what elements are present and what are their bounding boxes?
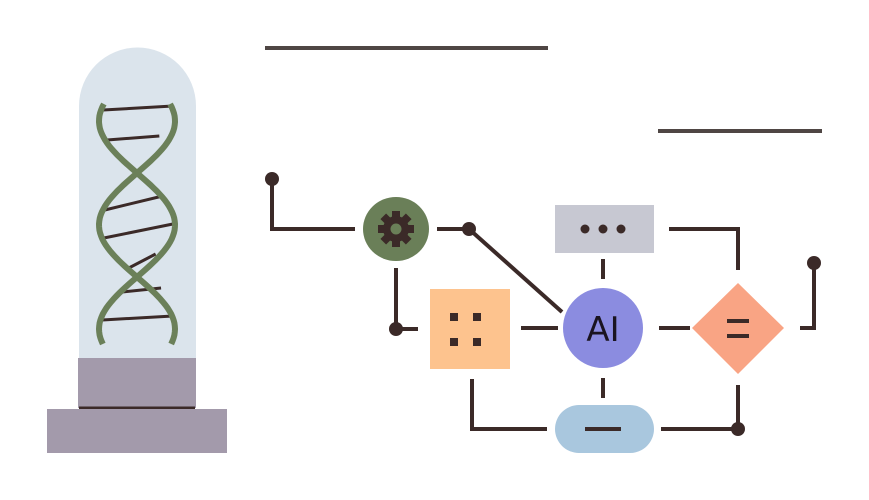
dna-rung — [106, 134, 160, 142]
ellipsis-icon — [580, 224, 626, 234]
connectors — [265, 172, 821, 436]
dna-rung — [103, 222, 174, 240]
dna-icon — [95, 102, 179, 346]
tube-plinth — [47, 409, 227, 453]
dna-test-tube — [47, 47, 227, 453]
dna-strand — [95, 102, 179, 346]
pill-node — [555, 405, 654, 453]
ai-node: AI — [563, 288, 643, 368]
dna-rung — [102, 314, 174, 322]
dna-strand — [95, 102, 179, 346]
dna-rung — [122, 286, 162, 294]
ellipsis-node — [555, 205, 654, 253]
connector-dot — [807, 256, 821, 270]
dna-rung — [104, 194, 164, 212]
four-squares-icon — [450, 313, 481, 346]
connector-dot — [265, 172, 279, 186]
dna-rung — [102, 104, 174, 112]
connector-dot — [389, 322, 403, 336]
tube-base — [78, 358, 196, 408]
minus-icon — [585, 427, 621, 431]
connector-dot — [731, 422, 745, 436]
decision-node — [692, 283, 784, 374]
equals-icon — [727, 319, 749, 338]
dna-rung — [128, 252, 157, 270]
gear-node — [363, 197, 429, 261]
connector-dot — [462, 222, 476, 236]
ai-label: AI — [586, 310, 619, 350]
grid-node — [430, 289, 510, 369]
gear-icon — [378, 211, 414, 247]
